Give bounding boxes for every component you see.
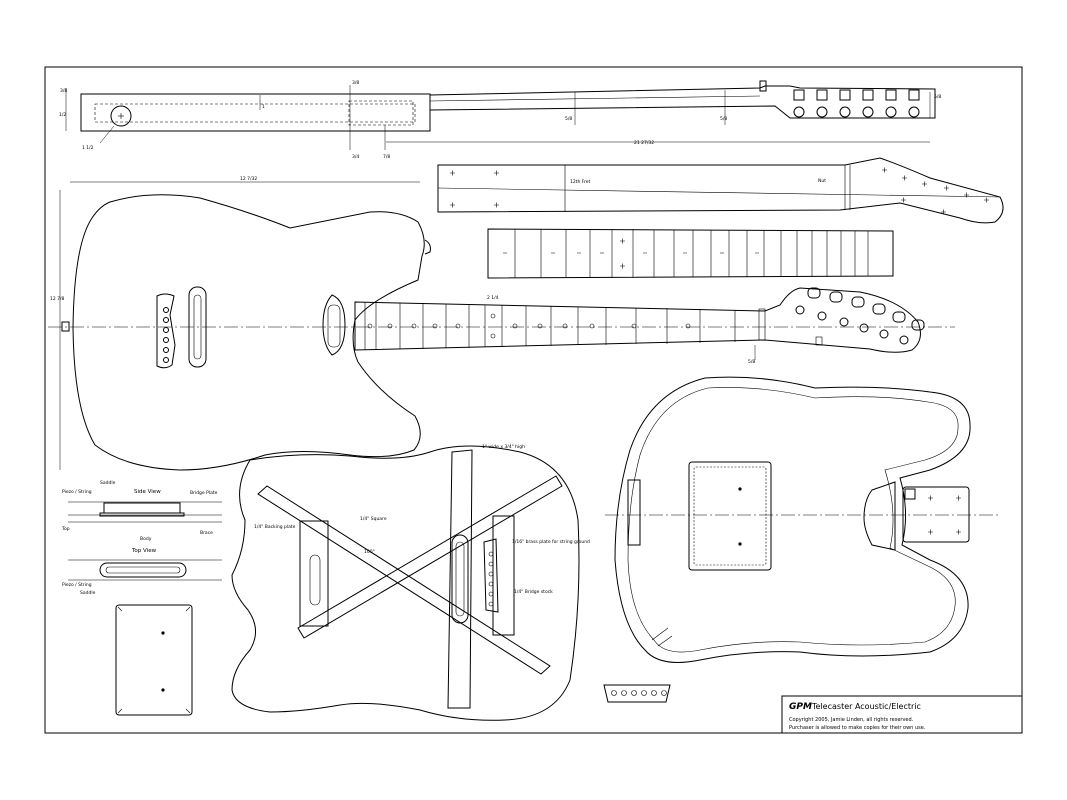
neck-side-view: 1 1/2 3/8 1/2 3/8 3/4 7/8 1 5/8 5/8 21 2… xyxy=(59,80,941,160)
logo-text: GPM xyxy=(789,702,812,712)
acoustic-bridge xyxy=(156,293,176,369)
svg-text:Piezo / String: Piezo / String xyxy=(62,582,92,588)
square-brace-label: 1/4" Square xyxy=(360,516,387,522)
top-view-label: Top View xyxy=(131,548,157,554)
hole-dia-label: 1 1/2 xyxy=(82,145,94,151)
svg-text:3/8: 3/8 xyxy=(60,88,67,94)
copyright-text: Copyright 2005, Jamie Linden, all rights… xyxy=(789,717,914,723)
brass-plate-label: 1/16" brass plate for string ground xyxy=(512,539,590,545)
neck-back-view: 12th Fret Nut xyxy=(437,157,1004,224)
svg-text:Top: Top xyxy=(61,526,70,532)
body-front-view: 12 7/32 12 7/8 xyxy=(50,176,431,471)
bracing-detail: Side View Piezo / String Saddle Bridge P… xyxy=(61,480,222,596)
svg-text:12th Fret: 12th Fret xyxy=(570,179,591,185)
svg-text:2 1/4: 2 1/4 xyxy=(487,295,499,301)
license-text: Purchaser is allowed to make copies for … xyxy=(789,725,926,731)
neck-bolt-hole xyxy=(110,105,132,127)
tuner-row-top xyxy=(795,287,925,345)
svg-text:5/8: 5/8 xyxy=(720,116,727,122)
chamber-pocket xyxy=(688,461,772,571)
backing-plate-label: 1/4" Backing plate xyxy=(254,524,296,530)
control-cover-plate xyxy=(115,604,193,716)
svg-text:Bridge Plate: Bridge Plate xyxy=(190,490,218,496)
svg-text:1: 1 xyxy=(262,104,265,110)
body-bracing-view: 1" wide x 3/4" high 1/4" Backing plate 1… xyxy=(231,444,590,721)
angle-label: 100° xyxy=(364,549,375,555)
svg-text:7/8: 7/8 xyxy=(383,154,390,160)
svg-text:5/8: 5/8 xyxy=(565,116,572,122)
svg-text:Nut: Nut xyxy=(818,178,826,184)
title-block: GPM Telecaster Acoustic/Electric Copyrig… xyxy=(781,695,1023,734)
neck-top-view: 2 1/4 5/8 xyxy=(354,287,925,365)
side-view-label: Side View xyxy=(134,489,161,495)
bridge-plate-electric xyxy=(902,486,970,543)
svg-text:Brace: Brace xyxy=(200,530,213,536)
svg-text:3/8: 3/8 xyxy=(352,80,359,86)
svg-text:Piezo / String: Piezo / String xyxy=(62,489,92,495)
brace-strip-label: 1" wide x 3/4" high xyxy=(482,444,525,450)
neck-total-length: 21 27/32 xyxy=(634,140,654,146)
svg-text:5/8: 5/8 xyxy=(748,359,755,365)
svg-text:Saddle: Saddle xyxy=(80,590,96,596)
svg-text:3/4: 3/4 xyxy=(352,154,359,160)
neck-pickup xyxy=(322,294,346,356)
svg-text:Saddle: Saddle xyxy=(100,480,116,486)
svg-text:5/8: 5/8 xyxy=(934,94,941,100)
tuner-row-side xyxy=(793,89,920,118)
body-chamber-view xyxy=(605,376,1000,663)
bridge-stock-label: 1/4" Bridge stock xyxy=(514,589,553,595)
bridge-piece xyxy=(603,684,671,703)
drawing-title: Telecaster Acoustic/Electric xyxy=(811,702,921,711)
body-width-dim: 12 7/8 xyxy=(50,296,65,302)
body-length-dim: 12 7/32 xyxy=(240,176,257,182)
sheet-border xyxy=(44,66,1023,734)
fretboard-flat xyxy=(487,228,894,279)
svg-text:1/2: 1/2 xyxy=(59,112,66,118)
svg-text:Body: Body xyxy=(140,536,152,542)
